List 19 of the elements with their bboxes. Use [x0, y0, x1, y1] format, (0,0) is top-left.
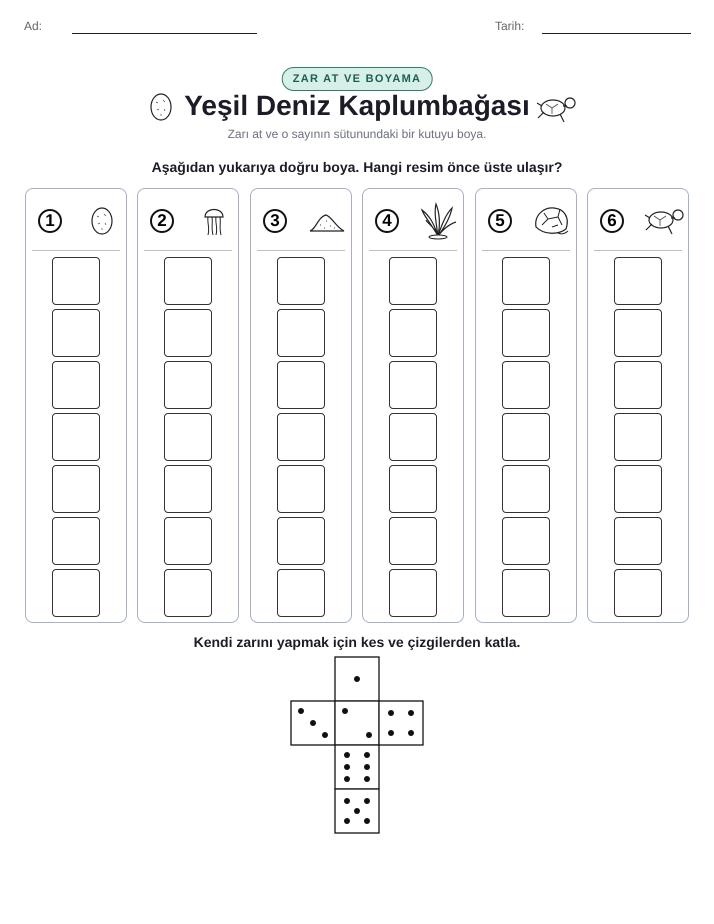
- instruction-text: Kendi zarını yapmak için kes ve çizgilerden katla.: [194, 634, 520, 650]
- number-circle: 4: [375, 209, 399, 233]
- column-panel: [362, 188, 464, 623]
- number-circle: 1: [38, 209, 62, 233]
- instruction-text: Aşağıdan yukarıya doğru boya. Hangi resim önce üste ulaşır?: [152, 159, 562, 175]
- title: Yeşil Deniz Kaplumbağası: [184, 90, 530, 122]
- column-panel: [250, 188, 352, 623]
- category-badge: ZAR AT VE BOYAMA: [282, 67, 432, 91]
- date-label: Tarih:: [495, 19, 524, 33]
- subtitle: Zarı at ve o sayının sütunundaki bir kutuyu boya.: [228, 127, 486, 141]
- number-circle: 3: [263, 209, 287, 233]
- number-circle: 6: [600, 209, 624, 233]
- number-circle: 5: [488, 209, 512, 233]
- column-panel: [25, 188, 127, 623]
- name-label: Ad:: [24, 19, 42, 33]
- column-panel: [475, 188, 577, 623]
- column-panel: [137, 188, 239, 623]
- column-panel: [587, 188, 689, 623]
- number-circle: 2: [150, 209, 174, 233]
